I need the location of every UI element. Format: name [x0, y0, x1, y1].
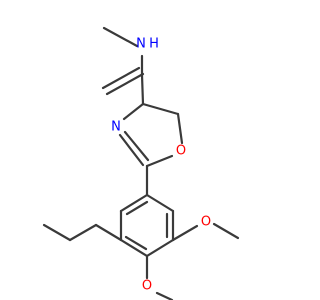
bond-propyl-2-3 [42, 223, 72, 242]
bond-methyl-n [102, 26, 139, 48]
amine-n-symbol: N [136, 37, 146, 52]
bond-o-upper-methyl [212, 222, 240, 240]
bond-vinyl-double-a [105, 72, 145, 96]
ring-oxygen-label: O [176, 144, 186, 159]
bond-propyl-1-2 [68, 223, 98, 242]
bond-c4-n [122, 102, 145, 121]
bond-c5-o [176, 112, 184, 145]
molecule-structure-diagram: N H N O O O [42, 26, 240, 300]
bond-n-c2-double-b [123, 130, 150, 162]
amine-h-symbol: H [149, 37, 159, 52]
bond-vinyl-c4 [140, 73, 145, 106]
bond-ar4-ar5 [119, 238, 149, 258]
bond-ar6-ar1-inner [125, 200, 149, 216]
methoxy-lower-oxygen-label: O [142, 279, 152, 294]
bond-ar3-o-upper [171, 224, 199, 242]
atom-layer: N H N O O O [111, 37, 211, 294]
amine-nh-label: N H [136, 37, 159, 52]
bond-ar5-propyl-1 [94, 223, 123, 242]
bond-layer [42, 26, 240, 300]
methoxy-upper-oxygen-label: O [201, 215, 211, 230]
bond-n-c2-double-a [118, 133, 145, 167]
bond-c4-c5 [141, 102, 180, 116]
bond-ar1-ar2 [145, 193, 175, 213]
bond-vinyl-double-b [101, 66, 141, 90]
bond-ar6-ar1 [119, 193, 149, 213]
bond-ar4-ar5-inner [124, 235, 148, 251]
bond-ar3-ar4 [145, 238, 175, 258]
bond-o-c2 [145, 154, 174, 168]
ring-nitrogen-label: N [111, 120, 121, 135]
bond-o-lower-methyl [155, 291, 174, 300]
